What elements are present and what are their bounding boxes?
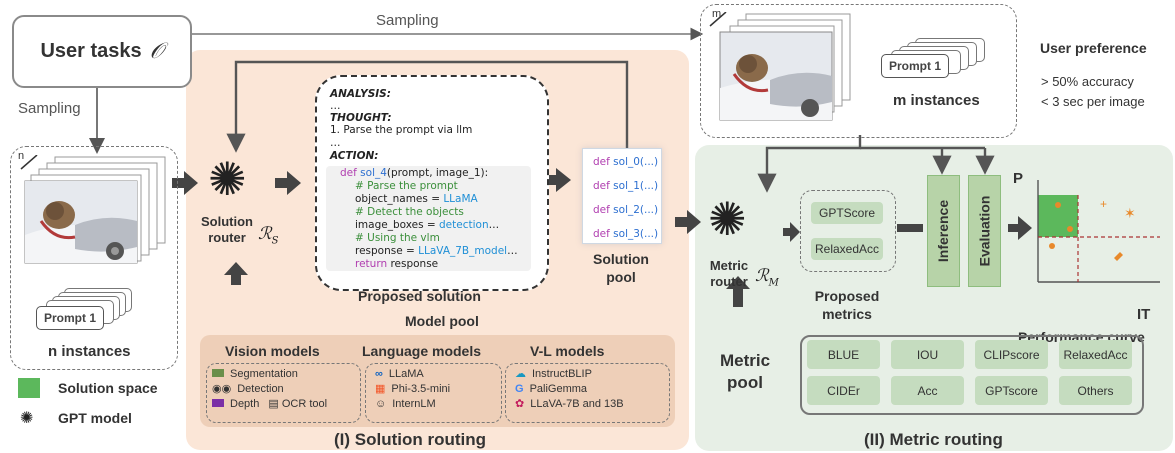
cat-image-stack-n xyxy=(20,155,166,264)
performance-curve-chart: ✶ + xyxy=(1037,180,1160,283)
metric-blue: BLUE xyxy=(807,340,880,369)
metric-others: Others xyxy=(1059,376,1132,405)
code-line-4: # Detect the objects xyxy=(355,206,464,218)
user-preference-speed: < 3 sec per image xyxy=(1041,94,1145,109)
openai-icon: ✺ xyxy=(208,153,247,205)
code-line-5: image_boxes = detection… xyxy=(355,219,500,231)
language-models-list: ∞LLaMA ▦Phi-3.5-mini ☺InternLM xyxy=(375,368,451,410)
metric-acc: Acc xyxy=(891,376,964,405)
thought-heading: THOUGHT: xyxy=(330,112,392,124)
metric-clipscore: CLIPscore xyxy=(975,340,1048,369)
inference-pillar: Inference xyxy=(927,175,960,287)
user-preference-title: User preference xyxy=(1040,40,1147,56)
metric-cider: CIDEr xyxy=(807,376,880,405)
metric-chip-relaxedacc: RelaxedAcc xyxy=(811,238,883,260)
ocr-icon: ▤ xyxy=(268,398,279,410)
openai-icon-metric: ✺ xyxy=(708,193,747,245)
metric-gptscore: GPTscore xyxy=(975,376,1048,405)
solution-pool-box xyxy=(582,148,662,244)
sampling-top-label: Sampling xyxy=(376,12,439,29)
model-pool-panel xyxy=(200,335,675,427)
svg-text:✶: ✶ xyxy=(1124,205,1136,221)
user-tasks-box: User tasks 𝒪 xyxy=(12,15,192,88)
vision-models-box xyxy=(206,363,361,423)
sampling-left-label: Sampling xyxy=(18,100,81,117)
pool-item-0: def sol_0(...) xyxy=(593,156,659,168)
code-line-3: object_names = LLaMA xyxy=(355,193,478,205)
detection-icon: ◉◉ xyxy=(212,383,232,395)
solution-space-swatch xyxy=(18,378,40,398)
language-models-title: Language models xyxy=(362,343,482,359)
metric-pool-box xyxy=(800,335,1144,415)
metric-chip-gptscore: GPTScore xyxy=(811,202,883,224)
code-line-6: # Using the vlm xyxy=(355,232,440,244)
user-tasks-symbol: 𝒪 xyxy=(149,39,164,64)
gpt-model-legend: GPT model xyxy=(58,410,132,426)
prompt-card-m: Prompt 1 xyxy=(881,54,949,78)
segmentation-icon xyxy=(212,369,224,377)
thought-step: 1. Parse the prompt via llm xyxy=(330,124,473,136)
pool-item-3: def sol_3(...) xyxy=(593,228,659,240)
code-line-8: return response xyxy=(355,258,439,270)
vision-models-list: Segmentation ◉◉Detection Depth ▤OCR tool xyxy=(212,368,328,410)
proposed-solution-label: Proposed solution xyxy=(358,288,481,304)
n-instances-box xyxy=(10,146,178,370)
solution-router-symbol: ℛS xyxy=(258,224,279,247)
code-line-7: response = LLaVA_7B_model… xyxy=(355,245,518,257)
code-line-2: # Parse the prompt xyxy=(355,180,458,192)
solution-space-legend: Solution space xyxy=(58,380,158,396)
pool-item-2: def sol_2(...) xyxy=(593,204,659,216)
chart-y-label: P xyxy=(1013,170,1024,187)
thought-ellipsis: … xyxy=(330,137,341,149)
vl-models-box xyxy=(505,363,670,423)
proposed-metrics-box xyxy=(800,190,896,272)
pool-item-1: def sol_1(...) xyxy=(593,180,659,192)
analysis-ellipsis: … xyxy=(330,100,341,112)
code-line-1: def sol_4(prompt, image_1): xyxy=(340,167,489,179)
analysis-heading: ANALYSIS: xyxy=(330,88,391,100)
prompt-stack-n: Prompt 1 xyxy=(34,288,164,338)
model-pool-title: Model pool xyxy=(405,313,479,329)
meta-icon: ∞ xyxy=(375,368,383,380)
section-metric-routing: (II) Metric routing xyxy=(864,430,1003,449)
llava-icon: ✿ xyxy=(515,398,525,410)
prompt-card-n: Prompt 1 xyxy=(36,306,104,330)
microsoft-icon: ▦ xyxy=(375,383,386,395)
evaluation-pillar: Evaluation xyxy=(968,175,1001,287)
solution-router-label: Solution router xyxy=(201,214,253,245)
depth-icon xyxy=(212,399,224,407)
chart-x-label: IT xyxy=(1137,306,1151,323)
user-preference-accuracy: > 50% accuracy xyxy=(1041,74,1134,89)
svg-text:+: + xyxy=(1100,197,1107,211)
cat-image-stack-m xyxy=(709,12,851,121)
m-instances-box xyxy=(700,4,1017,138)
m-badge: m xyxy=(712,8,722,20)
action-heading: ACTION: xyxy=(330,150,379,162)
internlm-icon: ☺ xyxy=(375,398,387,410)
google-icon: G xyxy=(515,383,524,395)
salesforce-icon: ☁ xyxy=(515,368,526,380)
language-models-box xyxy=(365,363,502,423)
n-instances-label: n instances xyxy=(48,343,131,360)
prompt-stack-m: Prompt 1 xyxy=(877,38,997,86)
vl-models-title: V-L models xyxy=(530,343,605,359)
vision-models-title: Vision models xyxy=(225,343,320,359)
metric-pool-grid: BLUE IOU CLIPscore RelaxedAcc CIDEr Acc … xyxy=(807,340,1137,405)
gpt-icon: ✺ xyxy=(20,410,34,427)
code-block xyxy=(326,166,531,271)
metric-router-symbol: ℛM xyxy=(755,266,779,289)
user-tasks-label: User tasks xyxy=(40,40,142,62)
section-solution-routing: (I) Solution routing xyxy=(334,430,487,449)
n-badge: n xyxy=(18,150,25,162)
m-instances-label: m instances xyxy=(893,92,980,109)
metric-relaxedacc: RelaxedAcc xyxy=(1059,340,1132,369)
metric-iou: IOU xyxy=(891,340,964,369)
